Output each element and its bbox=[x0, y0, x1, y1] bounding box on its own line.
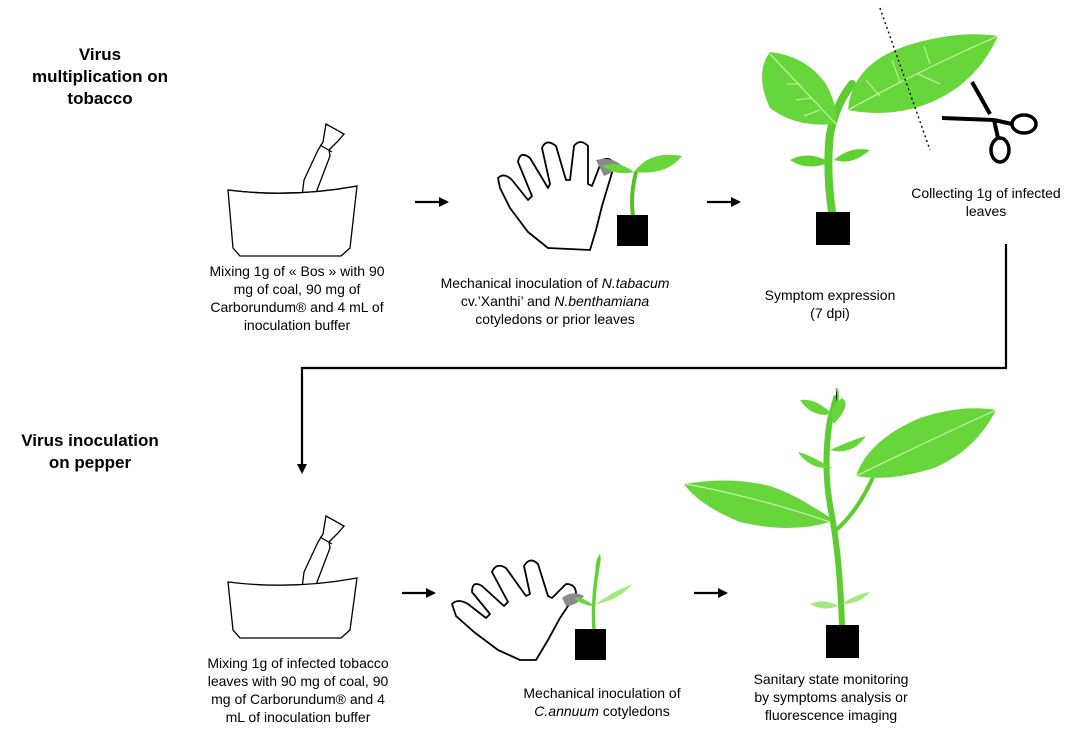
title-line: tobacco bbox=[67, 89, 133, 108]
caption-line: Mixing 1g of infected tobacco bbox=[207, 655, 389, 671]
seedling-icon bbox=[602, 154, 682, 246]
caption-line: mL of inoculation buffer bbox=[225, 709, 371, 725]
caption-line: mg of coal, 90 mg of bbox=[233, 281, 361, 297]
mortar-pestle-icon bbox=[227, 122, 358, 257]
caption-line: C.annuum cotyledons bbox=[496, 702, 708, 720]
species-name: C.annuum bbox=[534, 703, 599, 719]
caption-line: Mechanical inoculation of N.tabacum bbox=[410, 274, 700, 292]
caption-line: mg of Carborundum® and 4 bbox=[211, 691, 385, 707]
caption-text: Mechanical inoculation of bbox=[440, 275, 602, 291]
caption-line: Mixing 1g of « Bos » with 90 bbox=[209, 263, 385, 279]
section-title-tobacco: Virus multiplication on tobacco bbox=[8, 44, 192, 110]
caption-monitoring: Sanitary state monitoring by symptoms an… bbox=[736, 670, 926, 724]
caption-mix-infected: Mixing 1g of infected tobacco leaves wit… bbox=[168, 654, 428, 726]
caption-line: Mechanical inoculation of bbox=[523, 685, 681, 701]
title-line: Virus inoculation bbox=[21, 431, 159, 450]
gloved-hand-icon bbox=[451, 559, 584, 661]
species-name: N.tabacum bbox=[601, 275, 670, 291]
connector-arrow bbox=[297, 244, 1008, 474]
title-line: multiplication on bbox=[32, 67, 168, 86]
caption-line: (7 dpi) bbox=[810, 305, 850, 321]
plant-icon bbox=[684, 387, 997, 658]
caption-inoculation-pepper: Mechanical inoculation of C.annuum cotyl… bbox=[496, 684, 708, 720]
caption-mix-bos: Mixing 1g of « Bos » with 90 mg of coal,… bbox=[172, 262, 422, 334]
caption-line: by symptoms analysis or bbox=[754, 689, 908, 705]
seedling-icon bbox=[574, 554, 632, 660]
caption-line: Carborundum® and 4 mL of bbox=[210, 299, 384, 315]
caption-text: cotyledons bbox=[598, 703, 670, 719]
caption-line: Sanitary state monitoring bbox=[753, 671, 909, 687]
caption-line: cv.’Xanthi’ and N.benthamiana bbox=[410, 292, 700, 310]
scissors-icon bbox=[941, 81, 1038, 164]
title-line: on pepper bbox=[48, 453, 132, 472]
caption-line: inoculation buffer bbox=[243, 317, 351, 333]
cut-line bbox=[879, 7, 931, 151]
caption-text: cv.’Xanthi’ and bbox=[460, 293, 555, 309]
caption-collecting: Collecting 1g of infected leaves bbox=[895, 184, 1077, 220]
caption-line: Symptom expression bbox=[764, 287, 896, 303]
caption-line: leaves bbox=[965, 203, 1007, 219]
caption-line: cotyledons or prior leaves bbox=[475, 311, 635, 327]
caption-inoculation-tobacco: Mechanical inoculation of N.tabacum cv.’… bbox=[410, 274, 700, 328]
caption-line: leaves with 90 mg of coal, 90 bbox=[207, 673, 389, 689]
plant-icon bbox=[762, 34, 999, 245]
caption-symptom-expression: Symptom expression (7 dpi) bbox=[745, 286, 915, 322]
caption-line: Collecting 1g of infected bbox=[911, 185, 1061, 201]
species-name: N.benthamiana bbox=[554, 293, 650, 309]
mortar-pestle-icon bbox=[227, 514, 358, 639]
gloved-hand-icon bbox=[497, 141, 622, 251]
caption-line: fluorescence imaging bbox=[764, 707, 898, 723]
title-line: Virus bbox=[78, 45, 122, 64]
section-title-pepper: Virus inoculation on pepper bbox=[0, 430, 180, 474]
